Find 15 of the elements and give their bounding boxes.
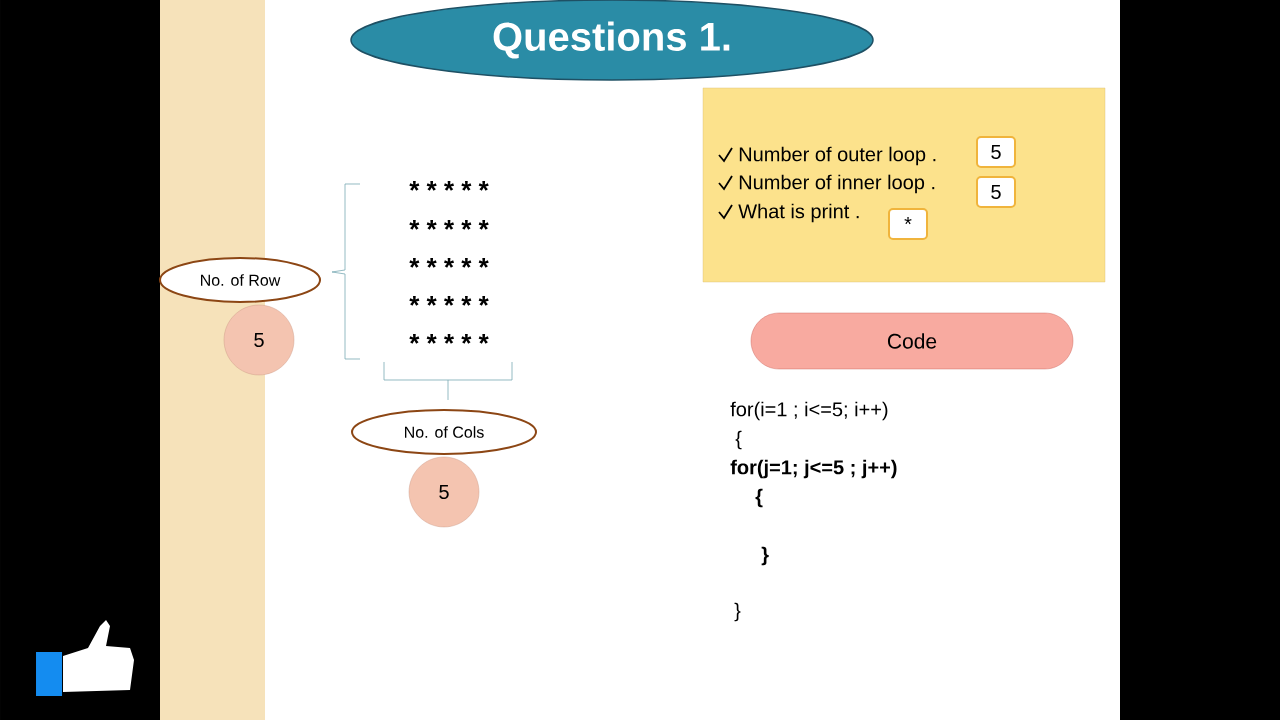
code-line: }: [761, 546, 769, 566]
star-row: * * * * *: [409, 220, 489, 230]
answer-box: 5: [976, 176, 1016, 208]
answer-box: *: [888, 208, 928, 240]
code-banner: Code: [750, 312, 1074, 370]
star-row: * * * * *: [409, 181, 489, 191]
code-line: for(j=1; j<=5 ; j++): [730, 459, 897, 479]
code-line: {: [735, 430, 742, 450]
answer-box: 5: [976, 136, 1016, 168]
star-row: * * * * *: [409, 296, 489, 306]
star-row: * * * * *: [409, 334, 489, 344]
code-line: }: [734, 602, 741, 622]
code-line: {: [755, 488, 763, 508]
code-line: for(i=1 ; i<=5; i++): [730, 401, 888, 421]
star-row: * * * * *: [409, 258, 489, 268]
